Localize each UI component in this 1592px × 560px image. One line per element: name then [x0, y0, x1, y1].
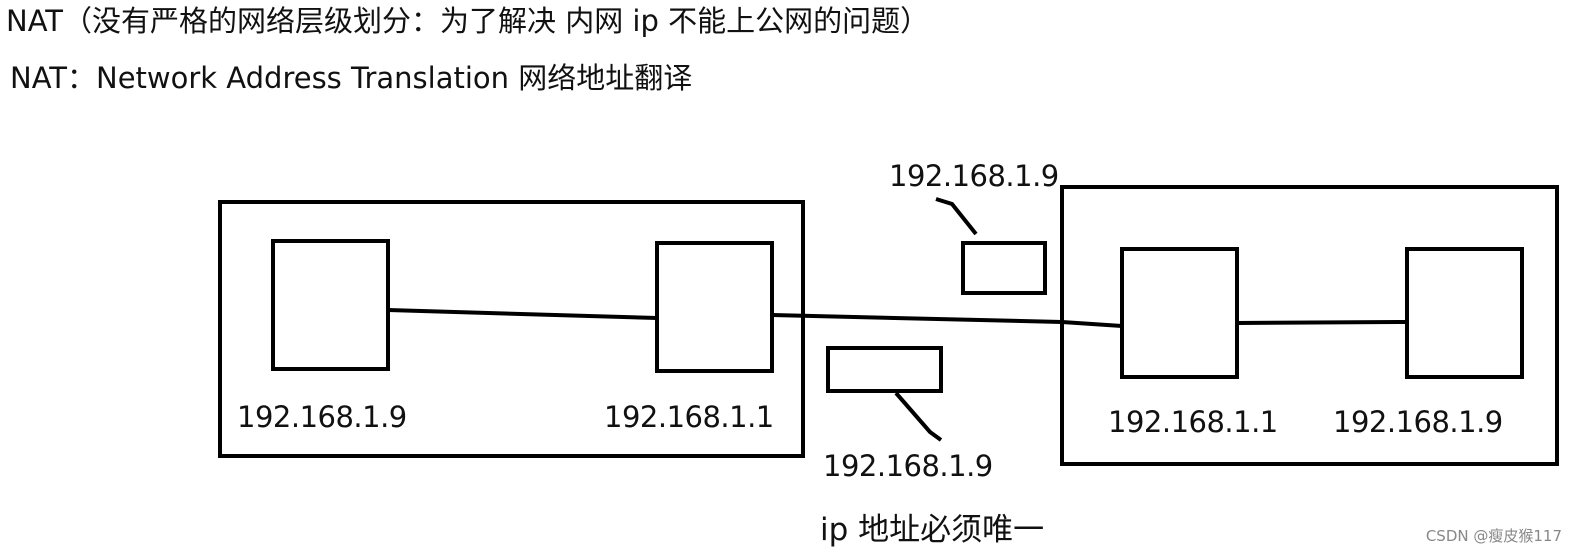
right-network-box — [1060, 185, 1559, 466]
title-line-2: NAT：Network Address Translation 网络地址翻译 — [10, 61, 693, 95]
right-host-ip: 192.168.1.9 — [1333, 405, 1503, 439]
unique-ip-note: ip 地址必须唯一 — [820, 512, 1045, 548]
left-host-ip: 192.168.1.9 — [237, 400, 407, 434]
left-router-ip: 192.168.1.1 — [604, 400, 774, 434]
packet-lower-box — [826, 346, 943, 393]
watermark: CSDN @瘦皮猴117 — [1425, 527, 1562, 545]
right-router-ip: 192.168.1.1 — [1108, 405, 1278, 439]
link-left-router-right-router — [771, 313, 1123, 328]
link-right-router-host — [1236, 320, 1408, 325]
right-router-box — [1120, 247, 1239, 379]
packet-upper-box — [961, 241, 1047, 295]
left-network-box — [218, 200, 805, 458]
title-line-1: NAT（没有严格的网络层级划分：为了解决 内网 ip 不能上公网的问题） — [6, 4, 930, 38]
packet-lower-label: 192.168.1.9 — [823, 449, 993, 483]
right-host-box — [1405, 247, 1524, 379]
left-router-box — [655, 241, 774, 373]
packet-upper-label: 192.168.1.9 — [889, 159, 1059, 193]
pointer-upper — [935, 197, 978, 236]
pointer-lower — [894, 391, 943, 442]
link-left-host-router — [387, 308, 658, 320]
left-host-box — [271, 239, 390, 371]
